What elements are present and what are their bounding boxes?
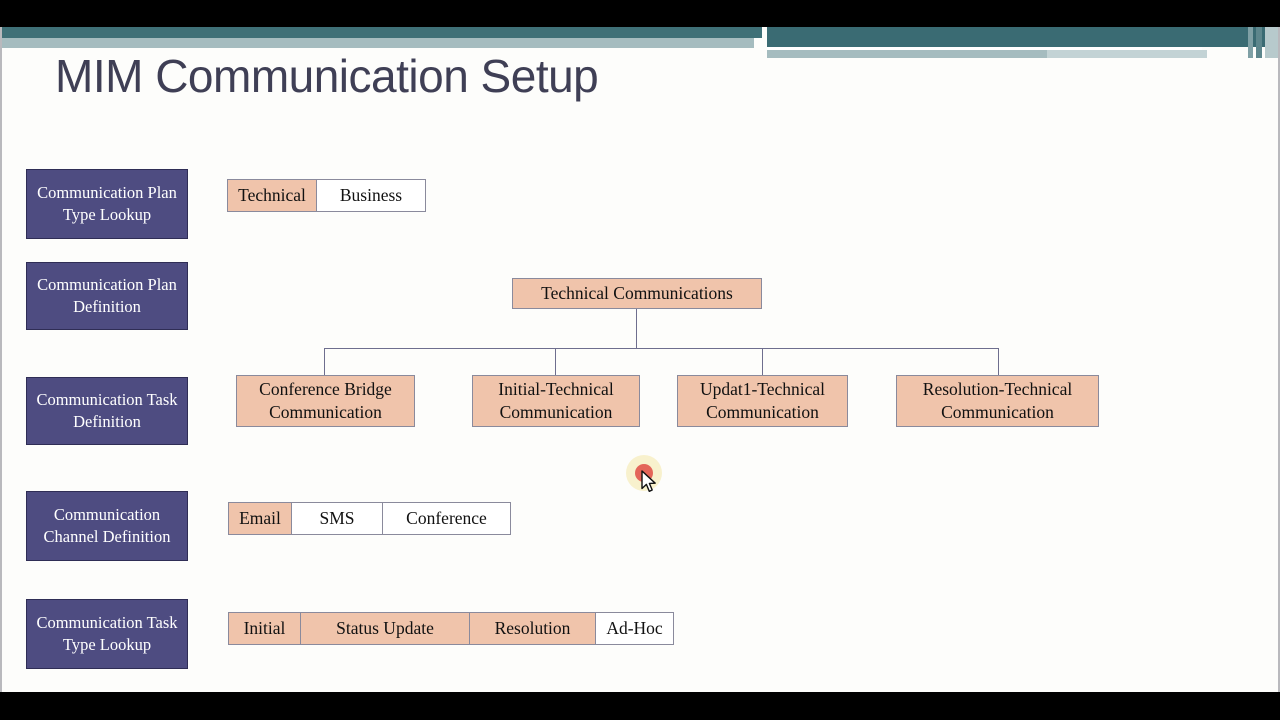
sidebar-item-label: Communication Plan Type Lookup	[37, 182, 177, 225]
presentation-slide: MIM Communication Setup Communication Pl…	[0, 27, 1280, 692]
tree-connector-drop-3	[762, 348, 763, 377]
tree-node-label: Conference Bridge Communication	[259, 379, 392, 422]
tree-connector-horizontal-bus	[324, 348, 999, 349]
tree-node-label: Technical Communications	[541, 283, 733, 303]
task-type-option-resolution[interactable]: Resolution	[469, 612, 596, 645]
plan-type-option-technical[interactable]: Technical	[227, 179, 317, 212]
channel-option-sms[interactable]: SMS	[291, 502, 383, 535]
tree-root-technical-communications[interactable]: Technical Communications	[512, 278, 762, 309]
tree-node-label: Updat1-Technical Communication	[699, 379, 826, 422]
channel-option-email[interactable]: Email	[228, 502, 292, 535]
header-accent-tick-b	[1256, 27, 1262, 58]
task-type-option-status-update[interactable]: Status Update	[300, 612, 470, 645]
tree-connector-drop-4	[998, 348, 999, 377]
sidebar-item-communication-channel-definition[interactable]: Communication Channel Definition	[26, 491, 188, 561]
arrow-cursor-icon	[641, 470, 656, 492]
channel-option-label: Conference	[406, 508, 487, 528]
header-band-dark-right	[767, 27, 1277, 47]
task-type-option-label: Status Update	[336, 618, 434, 638]
sidebar-item-communication-plan-definition[interactable]: Communication Plan Definition	[26, 262, 188, 330]
channel-option-label: SMS	[319, 508, 355, 528]
tree-node-resolution-technical-communication[interactable]: Resolution-Technical Communication	[896, 375, 1099, 427]
sidebar-item-label: Communication Channel Definition	[43, 504, 171, 547]
tree-connector-drop-2	[555, 348, 556, 377]
channel-row: Email SMS Conference	[228, 502, 511, 535]
task-type-option-label: Ad-Hoc	[606, 618, 663, 638]
header-band-light-left	[2, 38, 754, 48]
task-type-option-label: Initial	[243, 618, 286, 638]
header-accent-tick-c	[1265, 27, 1278, 58]
task-type-option-label: Resolution	[494, 618, 571, 638]
tree-connector-root-stem	[636, 309, 637, 349]
tree-node-label: Initial-Technical Communication	[498, 379, 614, 422]
tree-node-conference-bridge-communication[interactable]: Conference Bridge Communication	[236, 375, 415, 427]
sidebar-item-label: Communication Plan Definition	[37, 274, 177, 317]
task-type-row: Initial Status Update Resolution Ad-Hoc	[228, 612, 674, 645]
tree-node-label: Resolution-Technical Communication	[922, 379, 1073, 422]
channel-option-conference[interactable]: Conference	[382, 502, 511, 535]
sidebar-item-communication-plan-type-lookup[interactable]: Communication Plan Type Lookup	[26, 169, 188, 239]
tree-node-update1-technical-communication[interactable]: Updat1-Technical Communication	[677, 375, 848, 427]
plan-type-option-label: Business	[339, 185, 403, 205]
header-band-pale-right	[1047, 50, 1207, 58]
sidebar-item-label: Communication Task Type Lookup	[36, 612, 178, 655]
task-type-option-ad-hoc[interactable]: Ad-Hoc	[595, 612, 674, 645]
header-accent-tick-a	[1248, 27, 1253, 58]
header-band-dark-left	[2, 27, 762, 38]
sidebar-item-communication-task-definition[interactable]: Communication Task Definition	[26, 377, 188, 445]
sidebar-item-communication-task-type-lookup[interactable]: Communication Task Type Lookup	[26, 599, 188, 669]
tree-connector-drop-1	[324, 348, 325, 377]
plan-type-option-label: Technical	[238, 185, 306, 205]
page-title: MIM Communication Setup	[55, 50, 599, 102]
plan-type-row: Technical Business	[227, 179, 426, 212]
tree-node-initial-technical-communication[interactable]: Initial-Technical Communication	[472, 375, 640, 427]
sidebar-item-label: Communication Task Definition	[36, 389, 178, 432]
header-band-white-right	[767, 47, 1202, 50]
channel-option-label: Email	[239, 508, 281, 528]
header-band-light-right	[767, 50, 1047, 58]
plan-type-option-business[interactable]: Business	[316, 179, 426, 212]
task-type-option-initial[interactable]: Initial	[228, 612, 301, 645]
